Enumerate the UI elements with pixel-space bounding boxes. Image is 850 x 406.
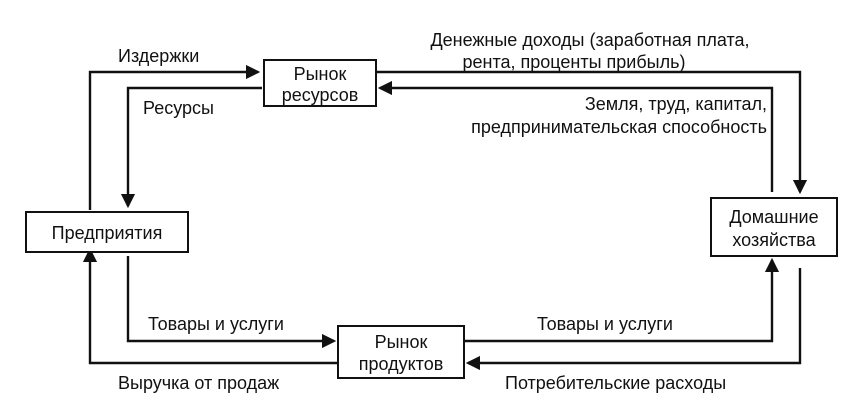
costs-label: Издержки bbox=[118, 46, 199, 66]
sales-revenue-flow-arrow bbox=[82, 247, 338, 365]
resource-market-line2: ресурсов bbox=[282, 85, 359, 105]
sales-revenue-label: Выручка от продаж bbox=[118, 373, 279, 393]
product-market-line2: продуктов bbox=[359, 354, 444, 374]
firms-node: Предприятия bbox=[25, 211, 189, 253]
households-node: Домашние хозяйства bbox=[710, 197, 838, 257]
firms-label: Предприятия bbox=[52, 223, 163, 243]
households-line2: хозяйства bbox=[732, 230, 816, 250]
money-income-flow-arrow bbox=[376, 70, 808, 195]
goods-to-product-market-flow-arrow bbox=[126, 256, 337, 349]
product-market-node: Рынок продуктов bbox=[337, 325, 465, 379]
goods-to-households-flow-arrow bbox=[464, 257, 780, 343]
money-income-label-line1: Денежные доходы (заработная плата, bbox=[430, 30, 749, 50]
consumer-spending-flow-arrow bbox=[465, 268, 802, 371]
factors-label-line2: предпринимательская способность bbox=[471, 117, 767, 137]
resource-market-line1: Рынок bbox=[294, 64, 347, 84]
resources-label: Ресурсы bbox=[143, 98, 214, 118]
consumer-spending-label: Потребительские расходы bbox=[505, 373, 726, 393]
households-line1: Домашние bbox=[729, 207, 818, 227]
goods-to-households-label: Товары и услуги bbox=[537, 314, 673, 334]
resources-flow-arrow bbox=[120, 86, 262, 209]
factors-label-line1: Земля, труд, капитал, bbox=[585, 94, 767, 114]
goods-to-product-market-label: Товары и услуги bbox=[148, 314, 284, 334]
money-income-label-line2: рента, проценты прибыль) bbox=[463, 52, 686, 72]
product-market-line1: Рынок bbox=[375, 332, 428, 352]
factors-flow-arrow bbox=[377, 80, 774, 192]
costs-flow-arrow bbox=[88, 64, 261, 210]
resource-market-node: Рынок ресурсов bbox=[263, 59, 377, 107]
